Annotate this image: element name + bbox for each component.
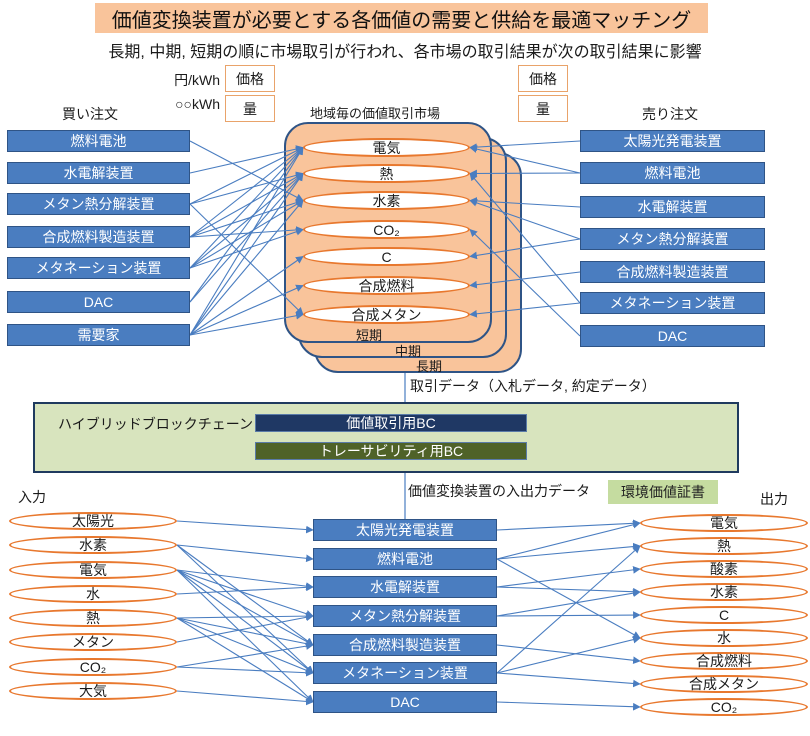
environmental-certificate-badge[interactable]: 環境価値証書: [608, 480, 718, 504]
input-water[interactable]: 水: [9, 585, 177, 603]
input-link-line: [176, 569, 314, 646]
input-co2[interactable]: CO₂: [9, 658, 177, 676]
buy-quantity-box: 量: [225, 95, 275, 122]
input-link-line: [176, 612, 314, 620]
io-data-label: 価値変換装置の入出力データ: [408, 483, 590, 499]
buy-order-dac[interactable]: DAC: [7, 291, 190, 313]
input-link-line: [176, 569, 314, 674]
device-dac[interactable]: DAC: [313, 691, 497, 713]
sell-quantity-box: 量: [518, 95, 568, 122]
input-link-line: [176, 666, 314, 677]
device-methanation[interactable]: メタネーション装置: [313, 662, 497, 684]
input-link-line: [176, 617, 314, 674]
hybrid-blockchain-panel: [33, 402, 739, 473]
device-solar[interactable]: 太陽光発電装置: [313, 519, 497, 541]
buy-order-consumer[interactable]: 需要家: [7, 324, 190, 346]
output-link-line: [496, 545, 641, 674]
input-link-line: [176, 613, 314, 643]
buy-order-fuel-cell[interactable]: 燃料電池: [7, 130, 190, 152]
input-link-line: [176, 544, 314, 646]
buy-order-methane-pyrolysis[interactable]: メタン熱分解装置: [7, 193, 190, 215]
market-heading: 地域毎の価値取引市場: [310, 106, 441, 121]
market-value-synfuel[interactable]: 合成燃料: [303, 276, 470, 295]
hybrid-blockchain-label: ハイブリッドブロックチェーン: [58, 416, 254, 432]
input-link-line: [176, 569, 314, 703]
output-link-line: [496, 589, 641, 617]
market-value-heat[interactable]: 熱: [303, 164, 470, 183]
page-subtitle: 長期, 中期, 短期の順に市場取引が行われ、各市場の取引結果が次の取引結果に影響: [108, 44, 702, 61]
market-value-electricity[interactable]: 電気: [303, 138, 470, 157]
sell-order-methane-pyrolysis[interactable]: メタン熱分解装置: [580, 228, 765, 250]
buy-order-electrolyzer[interactable]: 水電解装置: [7, 162, 190, 184]
buy-price-box: 価格: [225, 65, 275, 92]
output-link-line: [496, 586, 641, 596]
output-link-line: [496, 611, 641, 619]
output-link-line: [496, 519, 641, 531]
input-hydrogen[interactable]: 水素: [9, 536, 177, 554]
output-co2[interactable]: CO₂: [640, 698, 808, 716]
input-link-line: [176, 617, 314, 703]
sell-order-fuel-cell[interactable]: 燃料電池: [580, 162, 765, 184]
device-fuel-cell[interactable]: 燃料電池: [313, 548, 497, 570]
output-synfuel[interactable]: 合成燃料: [640, 652, 808, 670]
buy-order-synfuel-plant[interactable]: 合成燃料製造装置: [7, 226, 190, 248]
input-electricity[interactable]: 電気: [9, 561, 177, 579]
output-link-line: [496, 701, 641, 711]
input-link-line: [176, 690, 314, 706]
sell-order-solar[interactable]: 太陽光発電装置: [580, 130, 765, 152]
input-link-line: [176, 583, 314, 595]
output-electricity[interactable]: 電気: [640, 514, 808, 532]
trade-data-label: 取引データ（入札データ, 約定データ）: [410, 378, 656, 394]
sell-orders-heading: 売り注文: [642, 106, 698, 122]
market-value-synmethane[interactable]: 合成メタン: [303, 305, 470, 324]
sell-price-box: 価格: [518, 65, 568, 92]
input-link-line: [176, 544, 314, 563]
market-value-co2[interactable]: CO₂: [303, 220, 470, 239]
term-label-long: 長期: [416, 359, 443, 374]
input-heading: 入力: [18, 489, 46, 505]
output-link-line: [496, 566, 641, 588]
term-label-mid: 中期: [395, 344, 422, 359]
quantity-unit-label: ○○kWh: [175, 96, 220, 112]
output-oxygen[interactable]: 酸素: [640, 560, 808, 578]
output-carbon[interactable]: C: [640, 606, 808, 624]
traceability-bc-bar[interactable]: トレーサビリティ用BC: [255, 442, 527, 460]
output-hydrogen[interactable]: 水素: [640, 583, 808, 601]
output-link-line: [496, 520, 641, 560]
output-water[interactable]: 水: [640, 629, 808, 647]
market-value-carbon[interactable]: C: [303, 247, 470, 266]
sell-order-dac[interactable]: DAC: [580, 325, 765, 347]
buy-order-methanation[interactable]: メタネーション装置: [7, 257, 190, 279]
price-unit-label: 円/kWh: [174, 72, 220, 88]
output-link-line: [496, 635, 641, 674]
device-synfuel-plant[interactable]: 合成燃料製造装置: [313, 634, 497, 656]
output-link-line: [496, 542, 641, 560]
output-synmethane[interactable]: 合成メタン: [640, 675, 808, 693]
term-label-short: 短期: [356, 328, 383, 343]
input-link-line: [176, 617, 314, 648]
value-trade-bc-bar[interactable]: 価値取引用BC: [255, 414, 527, 432]
output-link-line: [496, 672, 641, 688]
input-methane[interactable]: メタン: [9, 633, 177, 651]
device-methane-pyrolysis[interactable]: メタン熱分解装置: [313, 605, 497, 627]
input-link-line: [176, 569, 314, 590]
output-heat[interactable]: 熱: [640, 537, 808, 555]
output-heading: 出力: [760, 491, 788, 507]
input-link-line: [176, 520, 314, 534]
input-heat[interactable]: 熱: [9, 609, 177, 627]
output-link-line: [496, 644, 641, 665]
sell-order-methanation[interactable]: メタネーション装置: [580, 292, 765, 314]
sell-order-electrolyzer[interactable]: 水電解装置: [580, 196, 765, 218]
input-link-line: [176, 544, 314, 674]
market-value-hydrogen[interactable]: 水素: [303, 191, 470, 210]
input-link-line: [176, 642, 314, 668]
input-solar[interactable]: 太陽光: [9, 512, 177, 530]
buy-orders-heading: 買い注文: [62, 106, 118, 122]
input-link-line: [176, 569, 314, 618]
device-electrolyzer[interactable]: 水電解装置: [313, 576, 497, 598]
sell-order-synfuel-plant[interactable]: 合成燃料製造装置: [580, 261, 765, 283]
input-air[interactable]: 大気: [9, 682, 177, 700]
page-title: 価値変換装置が必要とする各価値の需要と供給を最適マッチング: [95, 3, 708, 33]
output-link-line: [496, 558, 641, 639]
